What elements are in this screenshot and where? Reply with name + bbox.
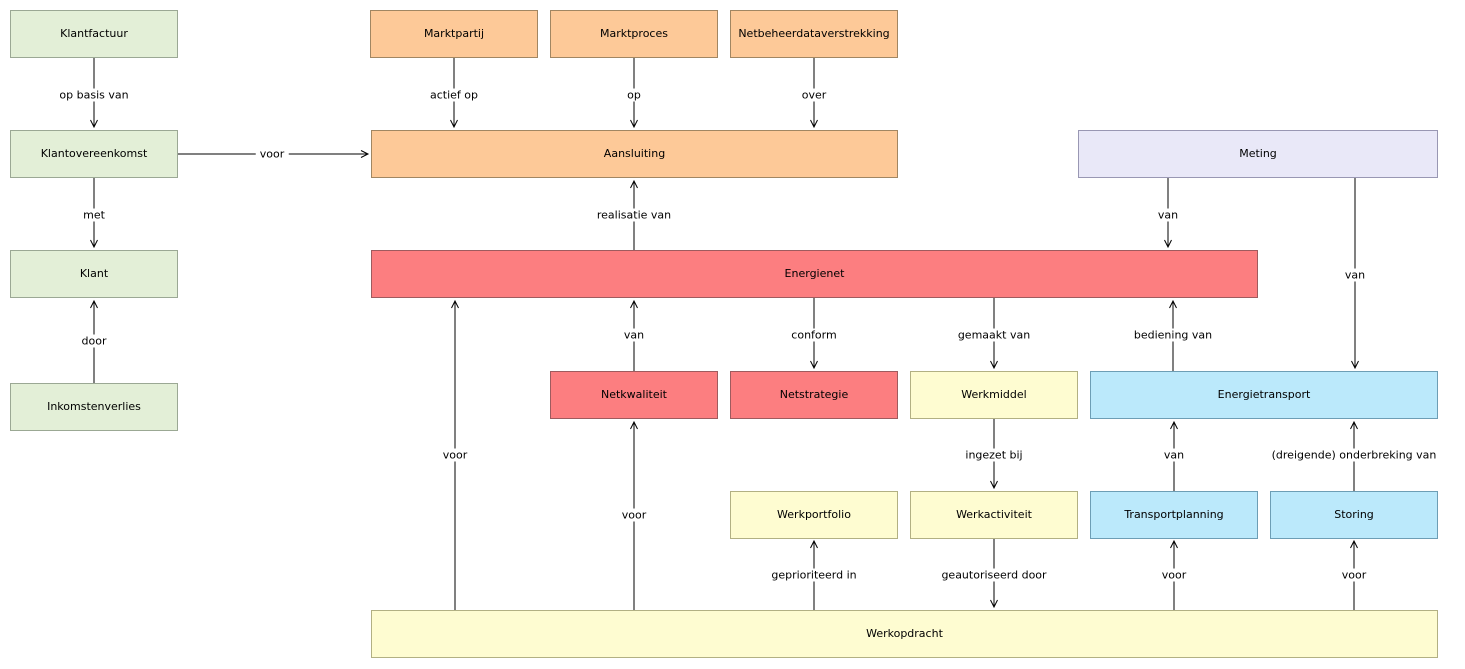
edge-label-werkopdracht-werkportfolio: geprioriteerd in — [767, 568, 861, 582]
edge-label-werkopdracht-netkwaliteit: voor — [617, 508, 651, 522]
node-aansluiting: Aansluiting — [371, 130, 898, 178]
node-transportplanning: Transportplanning — [1090, 491, 1258, 539]
node-energietransport: Energietransport — [1090, 371, 1438, 419]
node-netstrategie: Netstrategie — [730, 371, 898, 419]
node-energienet: Energienet — [371, 250, 1258, 298]
node-inkomstenverlies: Inkomstenverlies — [10, 383, 178, 431]
edge-label-klantovereenkomst-aansluiting: voor — [255, 147, 289, 161]
edge-label-werkopdracht-energienet: voor — [438, 448, 472, 462]
node-klantovereenkomst: Klantovereenkomst — [10, 130, 178, 178]
node-marktpartij: Marktpartij — [370, 10, 538, 58]
edge-label-marktpartij-aansluiting: actief op — [425, 88, 483, 102]
edge-label-storing-energietransport: (dreigende) onderbreking van — [1267, 448, 1441, 462]
edge-label-meting-energienet: van — [1153, 208, 1183, 222]
edge-label-energienet-werkmiddel: gemaakt van — [953, 328, 1035, 342]
node-meting: Meting — [1078, 130, 1438, 178]
edge-label-werkopdracht-storing: voor — [1337, 568, 1371, 582]
node-storing: Storing — [1270, 491, 1438, 539]
node-werkopdracht: Werkopdracht — [371, 610, 1438, 658]
node-klantfactuur: Klantfactuur — [10, 10, 178, 58]
edge-label-klantfactuur-klantovereenkomst: op basis van — [55, 88, 133, 102]
edge-label-energietransport-energienet: bediening van — [1129, 328, 1217, 342]
node-netkwaliteit: Netkwaliteit — [550, 371, 718, 419]
edge-label-energienet-aansluiting: realisatie van — [592, 208, 676, 222]
node-werkmiddel: Werkmiddel — [910, 371, 1078, 419]
edge-label-marktproces-aansluiting: op — [623, 88, 645, 102]
node-netbeheerdataverstrekking: Netbeheerdataverstrekking — [730, 10, 898, 58]
node-marktproces: Marktproces — [550, 10, 718, 58]
node-werkactiviteit: Werkactiviteit — [910, 491, 1078, 539]
edge-label-netbeheerdataverstrekking-aansluiting: over — [797, 88, 831, 102]
edge-label-werkactiviteit-werkopdracht: geautoriseerd door — [937, 568, 1051, 582]
node-werkportfolio: Werkportfolio — [730, 491, 898, 539]
edge-label-netkwaliteit-energienet: van — [619, 328, 649, 342]
edge-label-inkomstenverlies-klant: door — [77, 334, 111, 348]
edge-label-werkmiddel-werkactiviteit: ingezet bij — [961, 448, 1027, 462]
edge-label-klantovereenkomst-klant: met — [79, 208, 109, 222]
edge-label-werkopdracht-transportplanning: voor — [1157, 568, 1191, 582]
node-klant: Klant — [10, 250, 178, 298]
edge-label-transportplanning-energietransport: van — [1159, 448, 1189, 462]
edge-label-energienet-netstrategie: conform — [787, 328, 841, 342]
edge-label-meting-energietransport: van — [1340, 268, 1370, 282]
